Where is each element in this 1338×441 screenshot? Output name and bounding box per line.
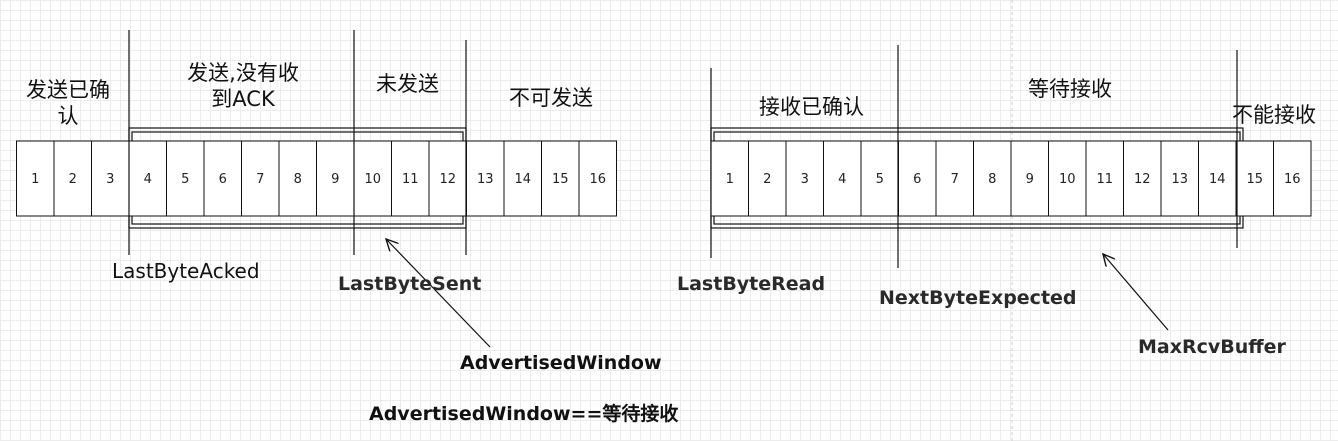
max-rcv-buffer-arrow xyxy=(1103,254,1169,331)
receiver-byte-cell-label: 4 xyxy=(838,172,846,187)
advertised-window-label: AdvertisedWindow xyxy=(460,352,662,374)
receiver-byte-cell-label: 7 xyxy=(951,172,959,187)
sender-byte-cell xyxy=(316,140,355,217)
receiver-byte-cell xyxy=(1085,140,1124,217)
sender-byte-cell-label: 7 xyxy=(256,172,264,187)
receiver-byte-cell-label: 10 xyxy=(1059,172,1076,187)
sender-byte-cell-label: 12 xyxy=(439,172,456,187)
max-rcv-buffer-label: MaxRcvBuffer xyxy=(1138,336,1286,358)
sender-byte-cell xyxy=(16,140,55,217)
receiver-byte-cell xyxy=(860,140,899,217)
receiver-byte-cell xyxy=(935,140,974,217)
not-receivable-region-label: 不能接收 xyxy=(1232,103,1316,127)
unsent-region-label: 未发送 xyxy=(376,72,439,96)
receiver-byte-cell-label: 16 xyxy=(1284,172,1301,187)
last-byte-sent-label: LastByteSent xyxy=(338,273,482,295)
sender-byte-cell xyxy=(53,140,92,217)
receiver-byte-cell-label: 8 xyxy=(988,172,996,187)
receiver-byte-cell-label: 12 xyxy=(1134,172,1151,187)
sender-byte-cell-label: 5 xyxy=(181,172,189,187)
receiver-byte-cell-label: 2 xyxy=(763,172,771,187)
receiver-byte-cell-label: 6 xyxy=(913,172,921,187)
receiver-byte-cell xyxy=(710,140,749,217)
receiver-byte-cell-label: 14 xyxy=(1209,172,1226,187)
receiver-byte-cell-label: 15 xyxy=(1246,172,1263,187)
sender-byte-cell xyxy=(541,140,580,217)
receiver-byte-cell-label: 13 xyxy=(1171,172,1188,187)
sender-byte-cell xyxy=(278,140,317,217)
sender-byte-cell-label: 15 xyxy=(552,172,569,187)
sender-byte-cell-label: 1 xyxy=(31,172,39,187)
sender-byte-cell-label: 8 xyxy=(294,172,302,187)
last-byte-acked-label: LastByteAcked xyxy=(112,259,260,283)
not-sendable-region-label: 不可发送 xyxy=(509,86,593,110)
sender-byte-cell xyxy=(91,140,130,217)
last-byte-read-label: LastByteRead xyxy=(677,273,826,295)
receiver-byte-cell xyxy=(1235,140,1274,217)
receiver-byte-cell xyxy=(823,140,862,217)
sender-byte-cell xyxy=(466,140,505,217)
sender-byte-cell-label: 3 xyxy=(106,172,114,187)
advertised-window-equation: AdvertisedWindow==等待接收 xyxy=(369,403,679,425)
sender-byte-cell-label: 10 xyxy=(364,172,381,187)
sender-byte-cell-label: 13 xyxy=(477,172,494,187)
sender-byte-cell-label: 16 xyxy=(589,172,606,187)
acked-region-label: 发送已确认 xyxy=(26,78,110,128)
sender-byte-cell-label: 4 xyxy=(144,172,152,187)
next-byte-expected-label: NextByteExpected xyxy=(879,287,1077,309)
advertised-window-arrow xyxy=(386,239,491,348)
sender-byte-cell xyxy=(391,140,430,217)
sender-byte-cell-label: 2 xyxy=(69,172,77,187)
receiver-byte-cell xyxy=(785,140,824,217)
sender-byte-cell-label: 14 xyxy=(514,172,531,187)
sent-unacked-region-label: 发送,没有收到ACK xyxy=(187,61,299,111)
sender-byte-cell xyxy=(353,140,392,217)
receiver-byte-cell-label: 9 xyxy=(1026,172,1034,187)
received-acked-region-label: 接收已确认 xyxy=(759,95,864,119)
receiver-byte-cell xyxy=(748,140,787,217)
sender-byte-cell xyxy=(503,140,542,217)
receiver-byte-cell-label: 5 xyxy=(876,172,884,187)
sender-byte-cell xyxy=(578,140,617,217)
sender-byte-cell-label: 11 xyxy=(402,172,419,187)
receiver-byte-cell xyxy=(1273,140,1312,217)
receiver-byte-cell-label: 3 xyxy=(801,172,809,187)
sender-byte-cell xyxy=(128,140,167,217)
sender-byte-cell-label: 6 xyxy=(219,172,227,187)
receiver-byte-cell xyxy=(1198,140,1237,217)
sender-byte-cell xyxy=(166,140,205,217)
receiver-byte-cell xyxy=(1123,140,1162,217)
sender-byte-cell xyxy=(428,140,467,217)
waiting-region-label: 等待接收 xyxy=(1028,77,1112,101)
sender-byte-cell-label: 9 xyxy=(331,172,339,187)
receiver-byte-cell-label: 11 xyxy=(1096,172,1113,187)
receiver-byte-cell-label: 1 xyxy=(726,172,734,187)
